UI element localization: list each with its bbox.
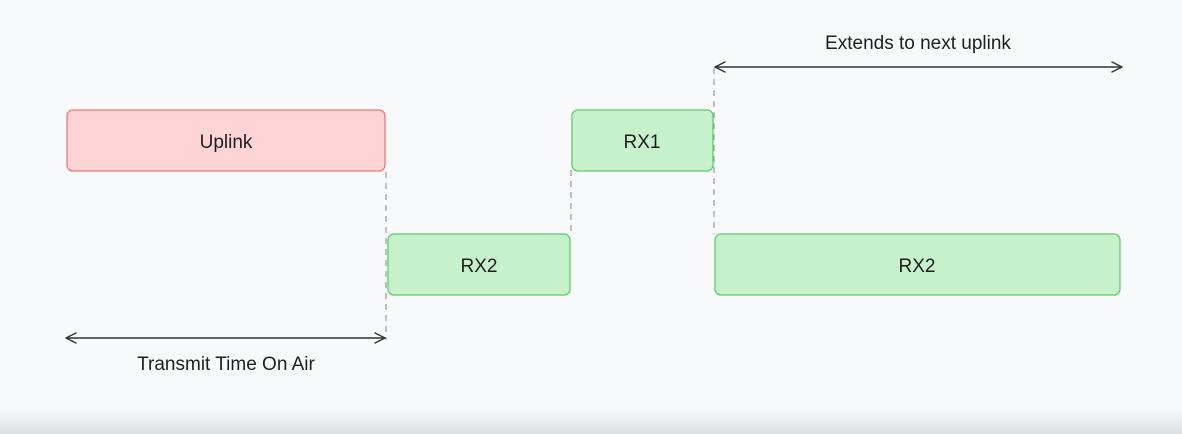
uplink-label: Uplink (200, 132, 253, 153)
rx1-block: RX1 (571, 109, 714, 172)
dashed-guides (385, 68, 715, 340)
extends-annotation: Extends to next uplink (714, 33, 1123, 73)
uplink-block: Uplink (66, 109, 386, 172)
rx2-second-rect (714, 233, 1121, 296)
rx2-first-rect (387, 233, 571, 296)
rx2-block-first: RX2 (387, 233, 571, 296)
transmit-time-label: Transmit Time On Air (137, 354, 315, 375)
rx2-second-label: RX2 (899, 256, 936, 277)
rx2-first-label: RX2 (461, 256, 498, 277)
rx1-rect (571, 109, 714, 172)
uplink-rect (66, 109, 386, 172)
rx1-label: RX1 (624, 132, 661, 153)
rx2-block-second: RX2 (714, 233, 1121, 296)
extends-label: Extends to next uplink (825, 33, 1011, 54)
transmit-time-annotation: Transmit Time On Air (65, 332, 386, 375)
bottom-shade (0, 408, 1182, 434)
